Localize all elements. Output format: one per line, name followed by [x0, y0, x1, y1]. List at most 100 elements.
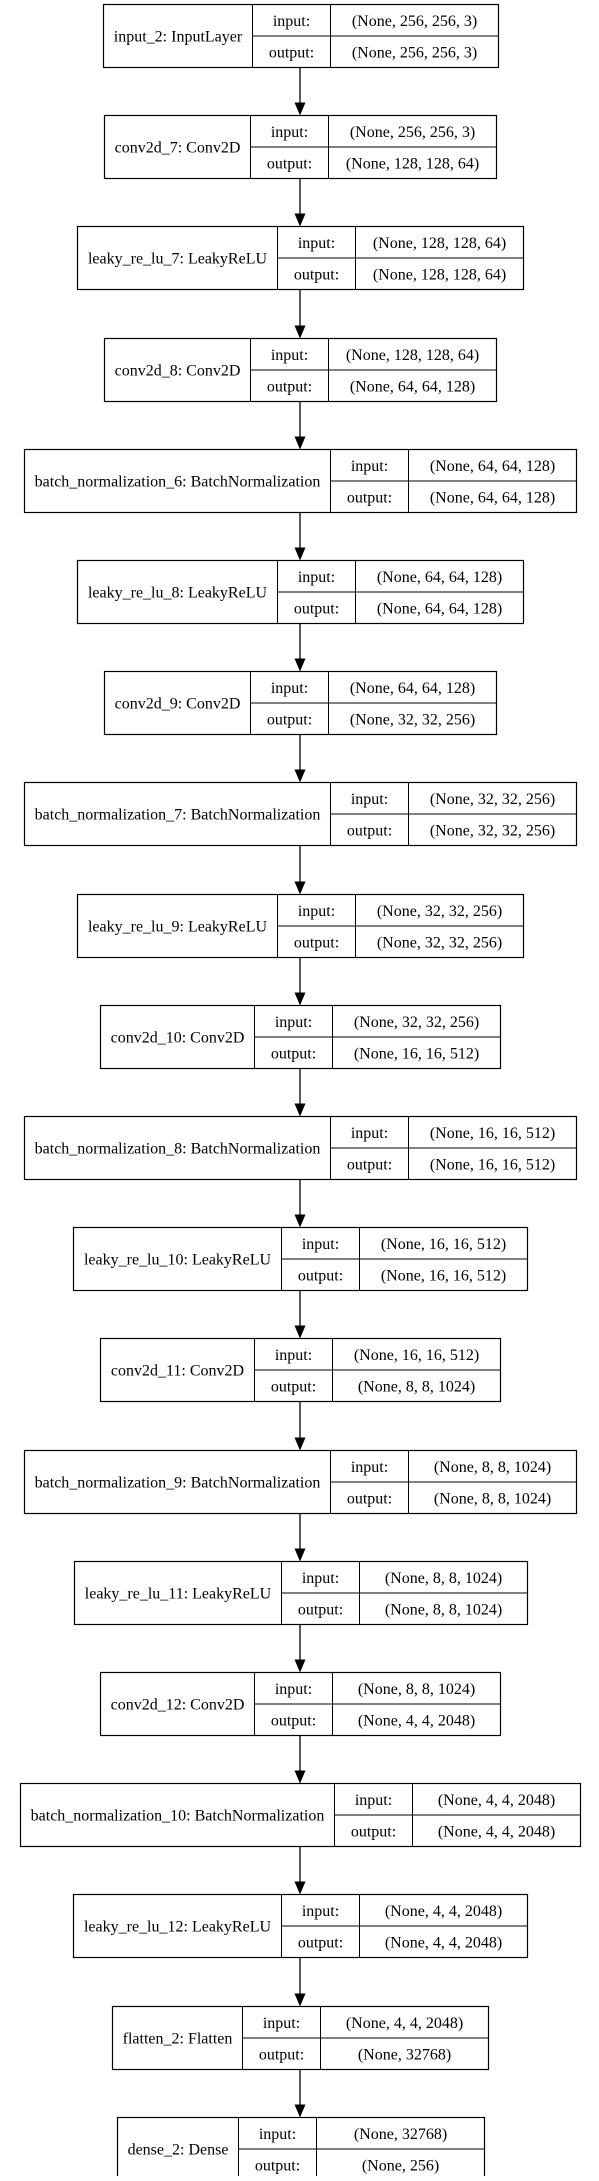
layer-name: conv2d_12: Conv2D [111, 1697, 245, 1714]
input-label: input: [275, 1347, 312, 1364]
input-shape: (None, 128, 128, 64) [373, 235, 506, 252]
edge-arrow [294, 1068, 306, 1117]
arrow-head-icon [294, 1659, 306, 1673]
output-shape: (None, 256, 256, 3) [352, 44, 477, 61]
output-label: output: [267, 378, 312, 395]
output-label: output: [271, 1712, 316, 1729]
output-shape: (None, 8, 8, 1024) [385, 1601, 502, 1618]
input-shape: (None, 32, 32, 256) [354, 1014, 479, 1031]
layer-node: leaky_re_lu_10: LeakyReLU input: (None, 16… [72, 1226, 529, 1292]
input-shape: (None, 256, 256, 3) [352, 13, 477, 30]
input-shape: (None, 16, 16, 512) [354, 1347, 479, 1364]
output-shape: (None, 4, 4, 2048) [358, 1712, 475, 1729]
output-shape: (None, 64, 64, 128) [350, 378, 475, 395]
layer-name: leaky_re_lu_10: LeakyReLU [84, 1252, 271, 1269]
arrow-head-icon [294, 1770, 306, 1784]
arrow-head-icon [294, 658, 306, 672]
input-shape: (None, 32768) [354, 2126, 447, 2143]
output-shape: (None, 16, 16, 512) [354, 1045, 479, 1062]
output-shape: (None, 256) [362, 2157, 439, 2174]
arrow-head-icon [294, 992, 306, 1006]
edge-arrow [294, 401, 306, 450]
input-shape: (None, 16, 16, 512) [381, 1236, 506, 1253]
layer-name: batch_normalization_7: BatchNormalizatio… [35, 807, 321, 824]
edge-arrow [294, 289, 306, 339]
layer-name: flatten_2: Flatten [123, 2031, 233, 2048]
output-shape: (None, 8, 8, 1024) [434, 1490, 551, 1507]
layer-name: input_2: InputLayer [114, 29, 243, 46]
output-shape: (None, 4, 4, 2048) [385, 1934, 502, 1951]
input-shape: (None, 64, 64, 128) [350, 680, 475, 697]
arrow-head-icon [294, 1214, 306, 1228]
output-label: output: [347, 1490, 392, 1507]
output-label: output: [269, 44, 314, 61]
input-shape: (None, 128, 128, 64) [346, 347, 479, 364]
output-label: output: [255, 2157, 300, 2174]
output-label: output: [347, 1156, 392, 1173]
arrow-head-icon [294, 1103, 306, 1117]
output-label: output: [347, 489, 392, 506]
arrow-head-icon [294, 102, 306, 116]
edge-arrow [294, 734, 306, 783]
arrow-head-icon [294, 547, 306, 561]
output-shape: (None, 8, 8, 1024) [358, 1378, 475, 1395]
input-label: input: [351, 1459, 388, 1476]
layer-name: conv2d_8: Conv2D [115, 363, 241, 380]
output-label: output: [347, 822, 392, 839]
input-label: input: [259, 2126, 296, 2143]
edge-arrow [294, 512, 306, 561]
layer-node: batch_normalization_7: BatchNormalizatio… [23, 781, 578, 847]
output-label: output: [294, 266, 339, 283]
layer-name: leaky_re_lu_8: LeakyReLU [88, 585, 267, 602]
edge-arrow [294, 1624, 306, 1673]
layer-node: batch_normalization_9: BatchNormalizatio… [23, 1449, 578, 1515]
arrow-head-icon [294, 881, 306, 895]
input-shape: (None, 8, 8, 1024) [385, 1570, 502, 1587]
layer-node: dense_2: Dense input: (None, 32768) output:… [116, 2116, 486, 2181]
layer-node: batch_normalization_6: BatchNormalizatio… [23, 448, 578, 514]
layer-name: dense_2: Dense [128, 2142, 229, 2159]
input-label: input: [355, 1792, 392, 1809]
input-label: input: [298, 903, 335, 920]
edge-arrow [294, 178, 306, 227]
output-shape: (None, 16, 16, 512) [381, 1267, 506, 1284]
layer-name: conv2d_10: Conv2D [111, 1030, 245, 1047]
output-label: output: [298, 1601, 343, 1618]
layer-node: batch_normalization_10: BatchNormalizati… [19, 1782, 582, 1848]
layer-name: conv2d_9: Conv2D [115, 696, 241, 713]
arrow-head-icon [294, 436, 306, 450]
output-shape: (None, 64, 64, 128) [430, 489, 555, 506]
output-label: output: [294, 934, 339, 951]
edge-arrow [294, 1846, 306, 1895]
arrow-head-icon [294, 1437, 306, 1451]
edge-arrow [294, 845, 306, 895]
arrow-head-icon [294, 213, 306, 227]
output-shape: (None, 4, 4, 2048) [438, 1823, 555, 1840]
layer-name: batch_normalization_8: BatchNormalizatio… [35, 1141, 321, 1158]
input-label: input: [298, 569, 335, 586]
input-shape: (None, 64, 64, 128) [377, 569, 502, 586]
input-label: input: [298, 235, 335, 252]
output-shape: (None, 32, 32, 256) [350, 711, 475, 728]
input-shape: (None, 4, 4, 2048) [438, 1792, 555, 1809]
input-shape: (None, 16, 16, 512) [430, 1125, 555, 1142]
edge-arrow [294, 1735, 306, 1784]
output-shape: (None, 128, 128, 64) [346, 155, 479, 172]
output-shape: (None, 32768) [358, 2046, 451, 2063]
input-label: input: [271, 124, 308, 141]
edge-arrow [294, 623, 306, 672]
input-label: input: [302, 1570, 339, 1587]
input-label: input: [302, 1236, 339, 1253]
edge-arrow [294, 2069, 306, 2118]
